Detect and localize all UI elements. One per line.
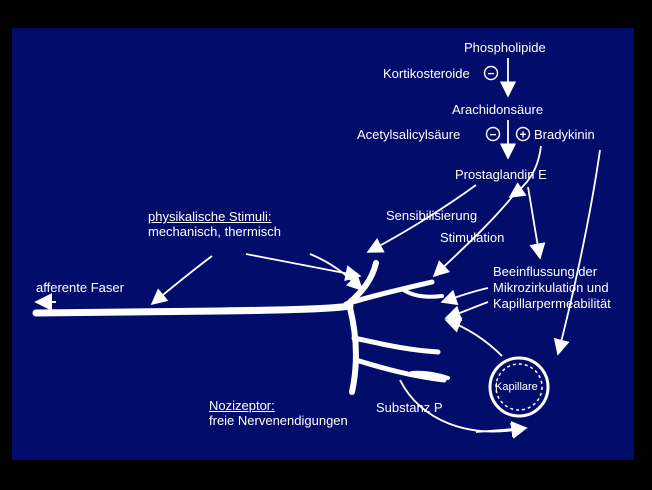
- label-substanz-p: Substanz P: [376, 400, 443, 415]
- label-prostaglandin: Prostaglandin E: [455, 167, 547, 182]
- minus-icon-acetylsalicylsaeure: −: [487, 128, 500, 142]
- minus-icon-kortikosteroide: −: [485, 67, 498, 81]
- label-mechanisch-thermisch: mechanisch, thermisch: [148, 224, 281, 239]
- label-nozizeptor: Nozizeptor:: [209, 398, 275, 413]
- svg-text:−: −: [487, 67, 494, 81]
- label-beeinflussung-2: Mikrozirkulation und: [493, 280, 609, 295]
- label-beeinflussung-3: Kapillarpermeabilität: [493, 296, 611, 311]
- label-afferente-faser: afferente Faser: [36, 280, 124, 295]
- axon: [36, 306, 350, 313]
- branch-lower-low: [356, 360, 444, 380]
- svg-text:+: +: [519, 128, 526, 142]
- plus-icon-bradykinin: +: [517, 128, 530, 142]
- label-stimulation: Stimulation: [440, 230, 504, 245]
- arrow-beeinflussung-nerve-low: [446, 302, 488, 318]
- branch-lower-mid: [354, 338, 438, 352]
- label-acetylsalicylsaeure: Acetylsalicylsäure: [357, 127, 460, 142]
- arrow-stimuli-fiber: [152, 256, 212, 304]
- branch-lower: [350, 308, 356, 392]
- label-kortikosteroide: Kortikosteroide: [383, 66, 470, 81]
- label-physikalische-stimuli: physikalische Stimuli:: [148, 209, 272, 224]
- arrow-capillary-nerve: [446, 320, 502, 356]
- label-beeinflussung-1: Beeinflussung der: [493, 264, 597, 279]
- label-sensibilisierung: Sensibilisierung: [386, 208, 477, 223]
- label-kapillare: Kapillare: [495, 380, 538, 395]
- arrow-bradykinin-capillary: [558, 150, 600, 354]
- svg-text:−: −: [489, 128, 496, 142]
- label-bradykinin: Bradykinin: [534, 127, 595, 142]
- label-arachidonsaeure: Arachidonsäure: [452, 102, 543, 117]
- label-freie-nervenendigungen: freie Nervenendigungen: [209, 413, 348, 428]
- arrow-beeinflussung-nerve: [442, 288, 488, 302]
- arrow-prostaglandin-beeinflussung: [528, 187, 540, 258]
- label-phospholipide: Phospholipide: [464, 40, 546, 55]
